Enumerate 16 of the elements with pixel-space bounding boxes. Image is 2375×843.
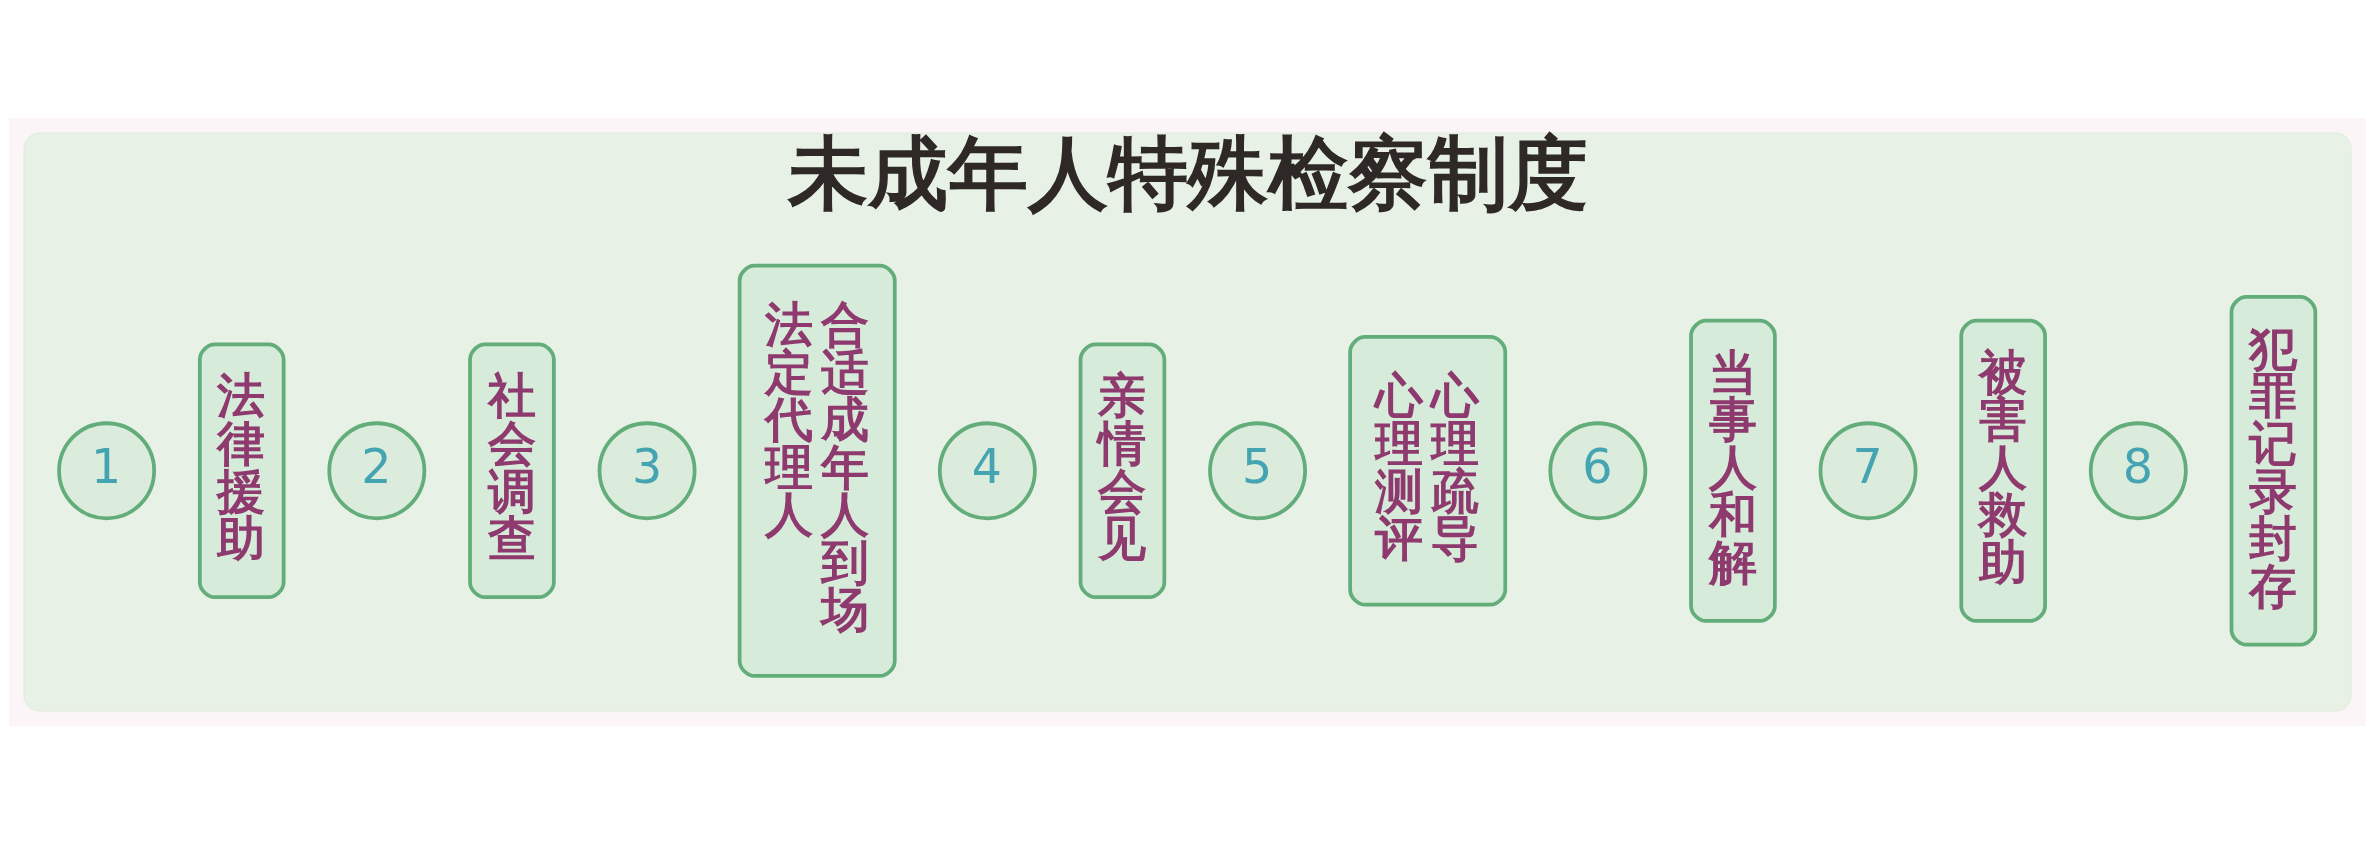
node-circle: 3	[597, 420, 697, 520]
node-circle: 2	[327, 420, 427, 520]
node-circle: 7	[1818, 420, 1918, 520]
node-circle: 1	[57, 420, 157, 520]
node-box: 犯罪记录封存	[2229, 294, 2318, 647]
node-box: 法定代理人 合适成年人到场	[737, 263, 897, 678]
node-box: 法律援助	[197, 342, 286, 599]
node-circle: 4	[937, 420, 1037, 520]
node-box: 社会调查	[468, 342, 556, 599]
node-box: 当事人和解	[1689, 318, 1777, 623]
node-box: 被害人救助	[1959, 318, 2047, 623]
node-circle: 5	[1208, 420, 1307, 520]
node-circle: 6	[1548, 420, 1648, 520]
node-box: 亲情会见	[1078, 342, 1167, 599]
node-box: 心理测评 心理疏导	[1348, 334, 1508, 607]
node-circle: 8	[2088, 420, 2188, 520]
